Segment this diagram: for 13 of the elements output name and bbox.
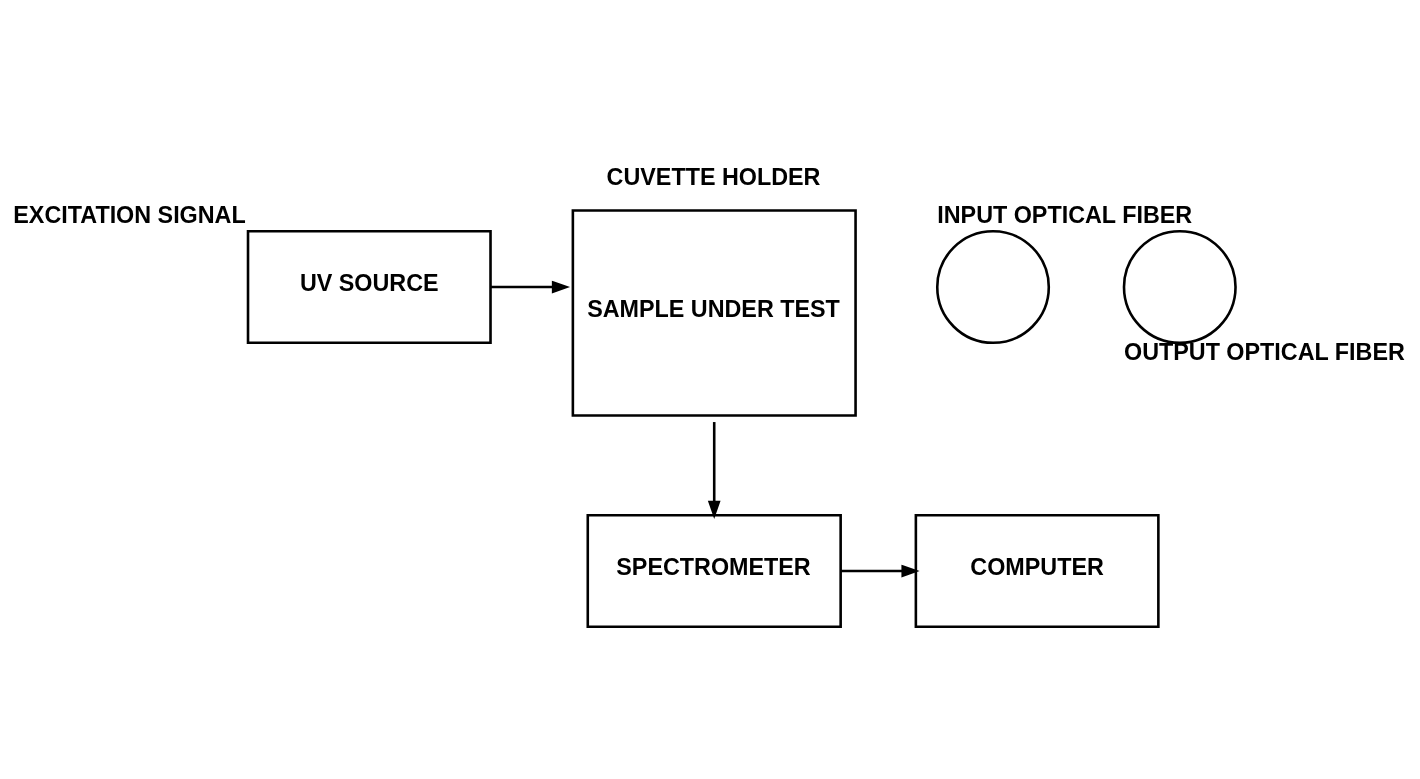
node-label: EXCITATION SIGNAL <box>13 201 246 228</box>
node-label: CUVETTE HOLDER <box>606 164 821 191</box>
node-box: SPECTROMETER <box>586 514 842 629</box>
node-label: OUTPUT OPTICAL FIBER <box>1124 339 1405 366</box>
node-circle <box>935 230 1051 345</box>
arrow <box>490 280 571 294</box>
node-box: SAMPLE UNDER TEST <box>571 209 857 417</box>
node-box: COMPUTER <box>914 514 1160 629</box>
node-box: UV SOURCE <box>246 230 492 345</box>
arrow <box>841 564 920 578</box>
arrow <box>707 422 721 519</box>
node-label: INPUT OPTICAL FIBER <box>937 201 1193 228</box>
node-circle <box>1122 230 1237 345</box>
